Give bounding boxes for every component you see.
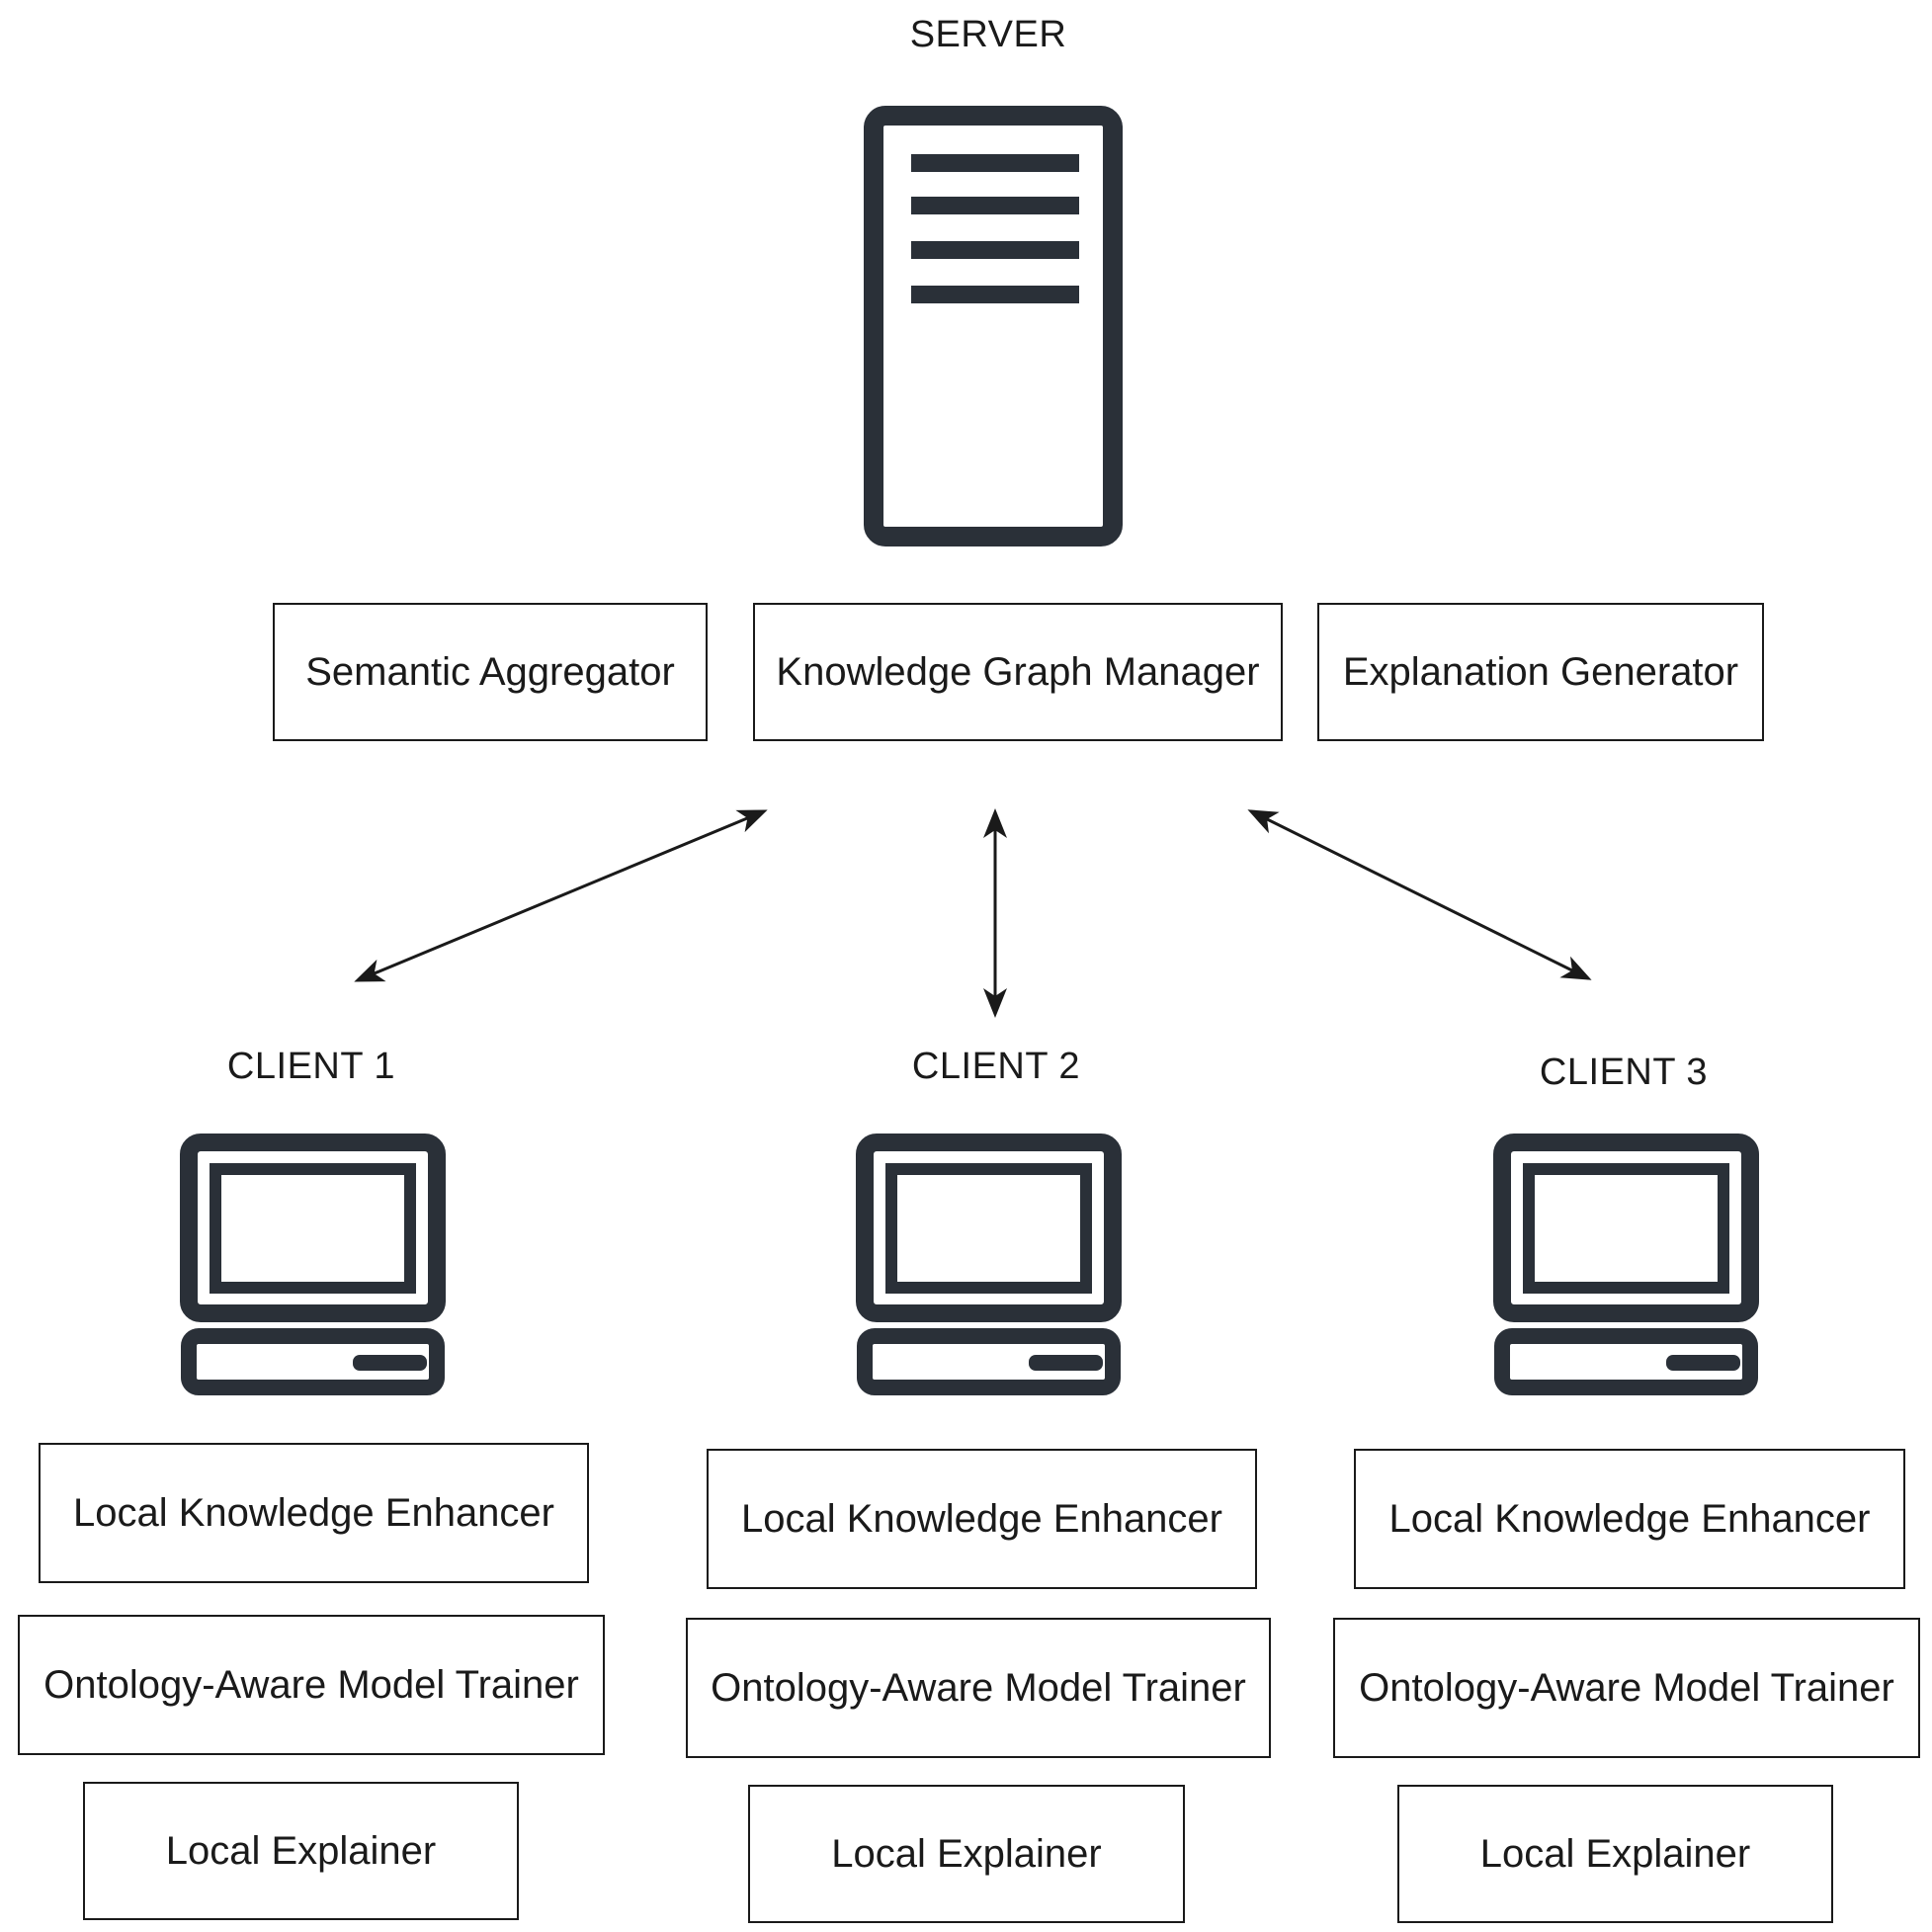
- client-3-local-knowledge-enhancer-label: Local Knowledge Enhancer: [1388, 1496, 1871, 1541]
- client-1-title: CLIENT 1: [226, 1046, 396, 1087]
- semantic-aggregator-box: Semantic Aggregator: [273, 603, 708, 741]
- client-3-ontology-aware-model-trainer-label: Ontology-Aware Model Trainer: [1359, 1665, 1894, 1710]
- client-3-local-knowledge-enhancer-box: Local Knowledge Enhancer: [1354, 1449, 1905, 1589]
- explanation-generator-box: Explanation Generator: [1317, 603, 1764, 741]
- knowledge-graph-manager-box: Knowledge Graph Manager: [753, 603, 1283, 741]
- client-3-title: CLIENT 3: [1539, 1051, 1709, 1093]
- client-1-local-knowledge-enhancer-box: Local Knowledge Enhancer: [39, 1443, 589, 1583]
- client-3-ontology-aware-model-trainer-box: Ontology-Aware Model Trainer: [1333, 1618, 1920, 1758]
- client-2-ontology-aware-model-trainer-box: Ontology-Aware Model Trainer: [686, 1618, 1271, 1758]
- client-2-local-explainer-box: Local Explainer: [748, 1785, 1185, 1923]
- client-2-title: CLIENT 2: [911, 1046, 1081, 1087]
- connection-arrow-client-1: [354, 809, 768, 982]
- explanation-generator-label: Explanation Generator: [1342, 649, 1739, 694]
- server-tower-icon: [864, 106, 1123, 546]
- client-1-computer-icon: [180, 1134, 446, 1395]
- client-2-local-knowledge-enhancer-box: Local Knowledge Enhancer: [707, 1449, 1257, 1589]
- client-3-local-explainer-label: Local Explainer: [1479, 1831, 1751, 1876]
- client-2-computer-icon: [856, 1134, 1122, 1395]
- client-1-ontology-aware-model-trainer-label: Ontology-Aware Model Trainer: [43, 1662, 579, 1707]
- client-2-local-knowledge-enhancer-label: Local Knowledge Enhancer: [740, 1496, 1222, 1541]
- server-title: SERVER: [909, 14, 1067, 55]
- client-3-local-explainer-box: Local Explainer: [1397, 1785, 1833, 1923]
- semantic-aggregator-label: Semantic Aggregator: [305, 649, 675, 694]
- client-2-ontology-aware-model-trainer-label: Ontology-Aware Model Trainer: [711, 1665, 1246, 1710]
- client-1-local-explainer-box: Local Explainer: [83, 1782, 519, 1920]
- client-1-local-knowledge-enhancer-label: Local Knowledge Enhancer: [72, 1490, 554, 1535]
- client-2-local-explainer-label: Local Explainer: [831, 1831, 1102, 1876]
- client-3-computer-icon: [1493, 1134, 1759, 1395]
- knowledge-graph-manager-label: Knowledge Graph Manager: [776, 649, 1260, 694]
- client-1-local-explainer-label: Local Explainer: [165, 1828, 437, 1873]
- connection-arrow-client-3: [1247, 809, 1592, 980]
- client-1-ontology-aware-model-trainer-box: Ontology-Aware Model Trainer: [18, 1615, 605, 1755]
